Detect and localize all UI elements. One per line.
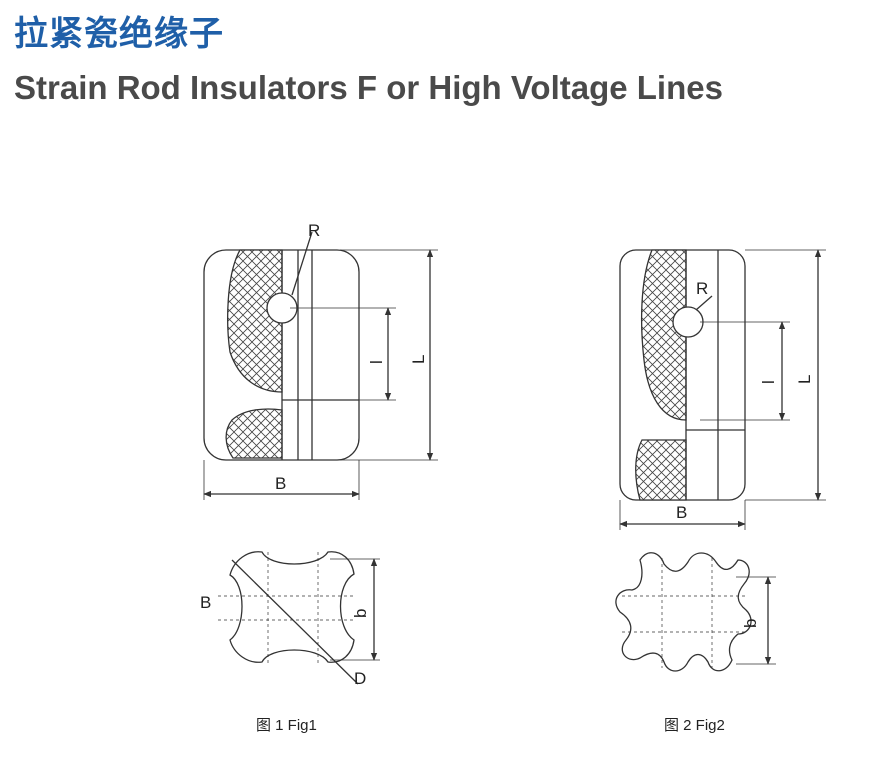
fig2-lower-hatch bbox=[635, 439, 687, 501]
fig1-label-b: b bbox=[351, 609, 370, 618]
fig2-cross-section bbox=[615, 552, 776, 672]
fig1-lower-hatch bbox=[225, 408, 283, 459]
fig1-label-l: l bbox=[367, 360, 386, 364]
fig1-label-R: R bbox=[308, 221, 320, 240]
fig1-cross-section bbox=[218, 551, 380, 685]
fig2-R-leader bbox=[695, 295, 713, 311]
fig1-side-view bbox=[203, 231, 438, 500]
fig1-label-D: D bbox=[354, 669, 366, 688]
fig1-label-B-section: B bbox=[200, 593, 211, 612]
fig2-label-L: L bbox=[795, 375, 814, 384]
fig1-D-diagonal bbox=[231, 559, 359, 685]
fig1-label-B-side: B bbox=[275, 474, 286, 493]
fig2-side-view bbox=[619, 249, 826, 530]
fig1-section-outline bbox=[229, 551, 355, 663]
fig1-label-L: L bbox=[409, 355, 428, 364]
fig2-section-outline bbox=[615, 552, 752, 672]
fig2-caption: 图 2 Fig2 bbox=[664, 717, 725, 734]
fig1-R-leader bbox=[291, 231, 313, 296]
fig1-upper-hatch bbox=[227, 249, 283, 393]
fig2-label-B-side: B bbox=[676, 503, 687, 522]
fig2-hole bbox=[672, 306, 704, 338]
page-title-chinese: 拉紧瓷绝缘子 bbox=[14, 14, 224, 54]
fig2-label-b: b bbox=[741, 619, 760, 628]
fig1-caption: 图 1 Fig1 bbox=[256, 717, 317, 734]
fig2-label-R: R bbox=[696, 279, 708, 298]
fig2-upper-hatch bbox=[640, 249, 687, 421]
fig2-label-l: l bbox=[759, 380, 778, 384]
page-title-english: Strain Rod Insulators F or High Voltage … bbox=[14, 69, 723, 106]
